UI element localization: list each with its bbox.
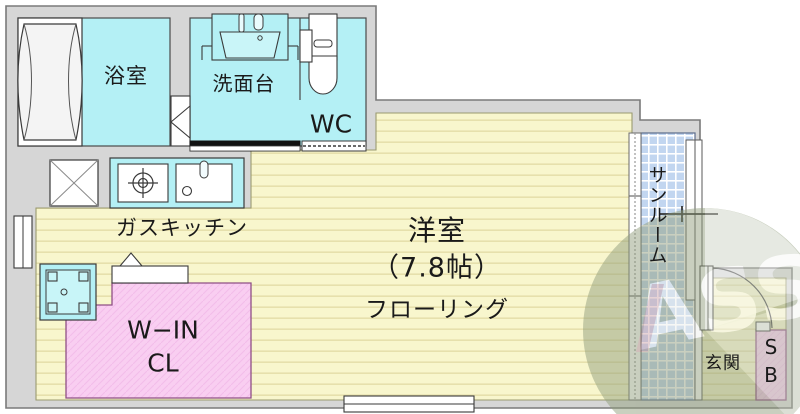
label-shoe-box-line2: B [764, 363, 778, 387]
label-washroom: 洗面台 [212, 71, 276, 96]
door-sunroom[interactable] [628, 132, 718, 401]
label-bathroom: 浴室 [104, 64, 148, 88]
door-closet[interactable] [111, 252, 189, 284]
door-washroom[interactable] [189, 140, 301, 152]
label-kitchen: ガスキッチン [116, 216, 248, 240]
fixture-bathtub [17, 17, 83, 147]
window-bottom-wall [343, 395, 475, 413]
label-main-room-size: （7.8帖） [372, 252, 502, 284]
label-sunroom: サンルーム [645, 165, 668, 265]
fixture-vanity-sink [201, 13, 299, 61]
fixture-shoe-box [755, 329, 787, 401]
label-walk-in-closet-line1: W−IN [127, 315, 199, 345]
fixture-gas-stove [117, 163, 169, 203]
room-wic-fill [65, 282, 252, 399]
fixture-refrigerator-space [49, 159, 99, 207]
label-shoe-box-line1: S [764, 335, 778, 359]
window-left-wall [13, 215, 33, 269]
watermark-assist: ASSIST [583, 202, 800, 414]
label-toilet: WC [309, 109, 353, 139]
label-walk-in-closet-line2: CL [147, 348, 179, 378]
label-entrance: 玄関 [705, 353, 741, 374]
door-toilet[interactable] [301, 140, 367, 152]
door-entrance[interactable] [699, 265, 773, 332]
label-main-room-floor: フローリング [365, 297, 509, 323]
fixture-kitchen-counter [109, 157, 245, 209]
fixture-toilet-bowl [299, 13, 338, 95]
door-bathroom[interactable] [170, 95, 191, 147]
fixture-washer-pan [39, 263, 97, 321]
label-main-room-name: 洋室 [407, 214, 467, 247]
fixture-kitchen-sink [175, 160, 233, 203]
